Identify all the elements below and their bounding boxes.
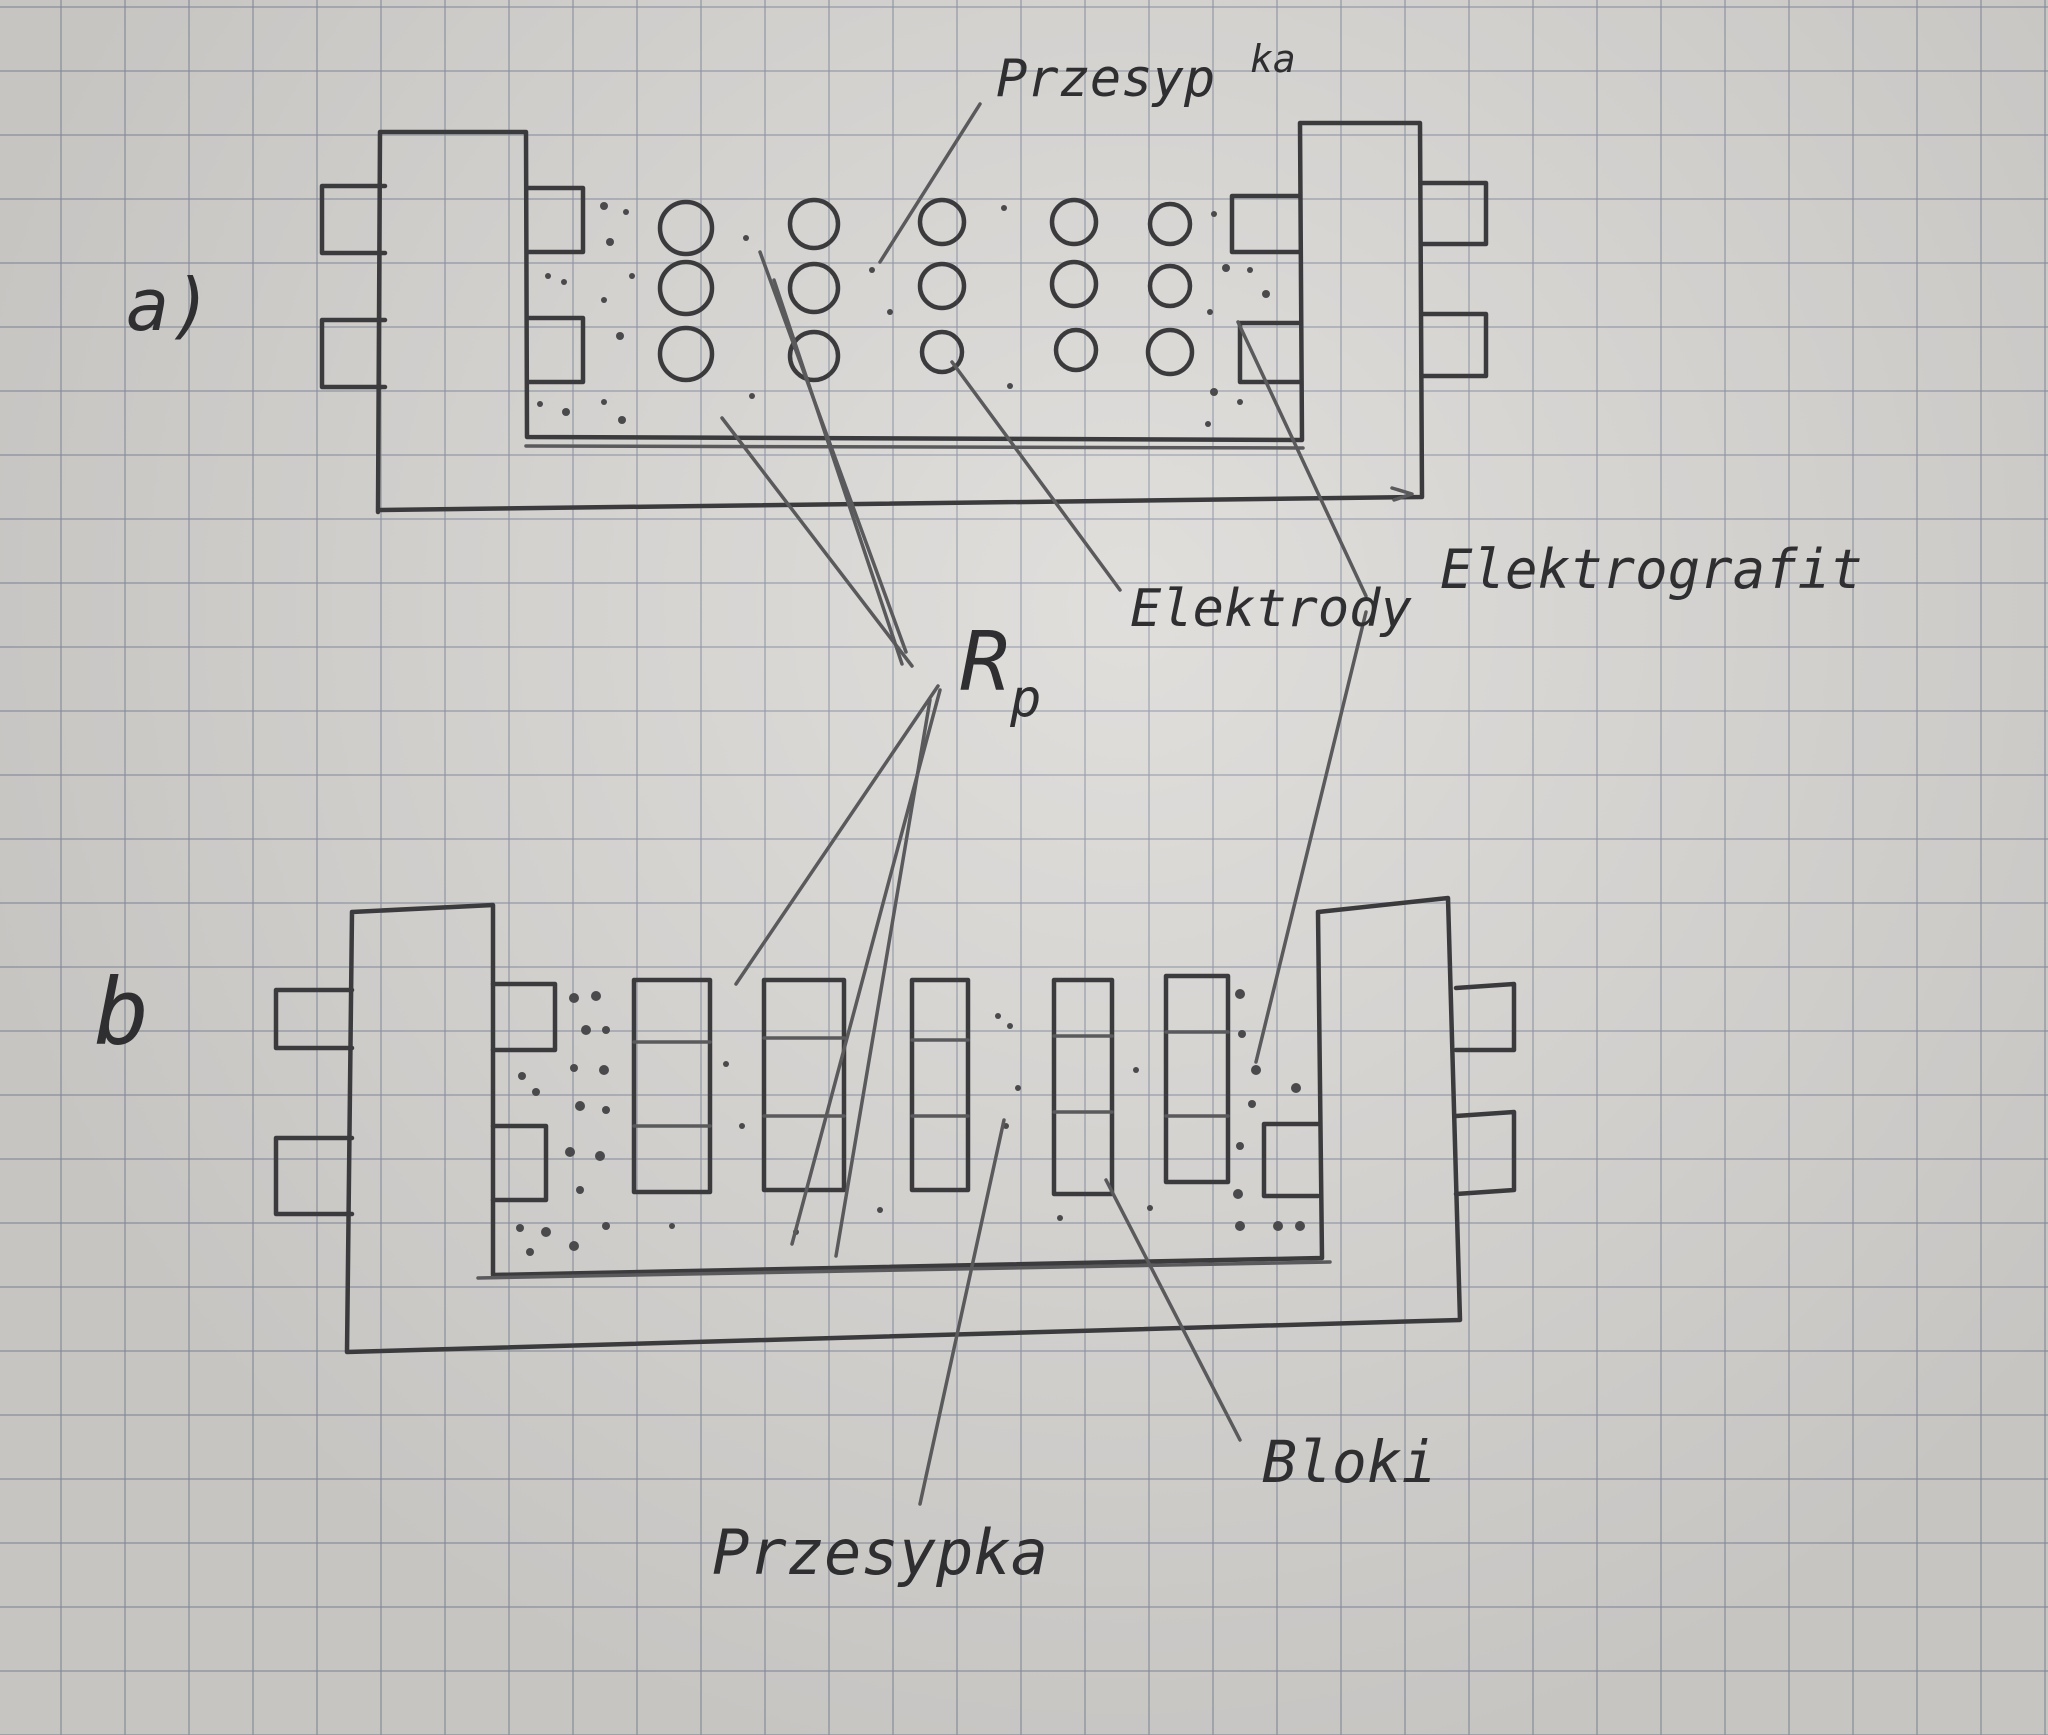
block-stack bbox=[1051, 977, 1115, 1197]
electrode-circle bbox=[1147, 201, 1193, 247]
furnace-b-right-terminal-top bbox=[1453, 981, 1517, 1053]
leader-elektrografit-a bbox=[1236, 320, 1368, 598]
leader-elektrody bbox=[950, 360, 1122, 592]
furnace-b-block-stacks bbox=[631, 973, 1231, 1197]
furnace-a-electrodes bbox=[657, 197, 1195, 383]
electrode-circle bbox=[1053, 327, 1099, 373]
leader-bloki bbox=[1104, 1178, 1242, 1442]
block-stack bbox=[1163, 973, 1231, 1185]
furnace-b bbox=[273, 895, 1517, 1355]
furnace-a-right-plate-bottom bbox=[1237, 320, 1303, 385]
furnace-a-left-terminal-top bbox=[319, 183, 388, 256]
electrode-circle bbox=[1145, 327, 1195, 377]
furnace-b-left-plate-top bbox=[490, 981, 558, 1053]
furnace-a-outer-shell bbox=[375, 120, 1425, 515]
leader-elektrografit-b bbox=[1254, 610, 1368, 1064]
furnace-b-right-terminal-bottom bbox=[1453, 1109, 1517, 1197]
electrode-circle bbox=[657, 325, 715, 383]
handwritten-labels: a) b Przesyp ka Elektrody Elektrografit … bbox=[94, 37, 1863, 1589]
furnace-b-left-terminal-top bbox=[273, 987, 355, 1051]
furnace-b-left-plate-bottom bbox=[490, 1123, 549, 1203]
rp-subscript: p bbox=[1009, 669, 1041, 729]
furnace-b-outer-shell bbox=[344, 895, 1463, 1355]
furnace-a-left-plate-bottom bbox=[525, 315, 586, 385]
furnace-a-left-plate-top bbox=[525, 185, 586, 255]
block-stack bbox=[631, 977, 713, 1195]
leader-rp-b3 bbox=[834, 698, 932, 1258]
electrode-circle bbox=[1147, 263, 1193, 309]
leader-przesypka-top bbox=[878, 102, 982, 264]
furnace-a-packing-grains bbox=[537, 202, 1270, 427]
furnace-b-left-terminal-bottom bbox=[273, 1135, 355, 1217]
elektrody-label: Elektrody bbox=[1130, 579, 1412, 639]
furnace-a-left-terminal-bottom bbox=[319, 317, 388, 390]
furnace-b-right-plate bbox=[1261, 1121, 1321, 1199]
electrode-circle bbox=[787, 329, 841, 383]
leader-rp-a3 bbox=[720, 416, 914, 668]
przesypka-bottom-label: Przesypka bbox=[712, 1516, 1048, 1589]
electrode-circle bbox=[917, 261, 967, 311]
panel-b-label: b bbox=[94, 959, 149, 1066]
furnace-a-arrow bbox=[1390, 486, 1414, 502]
furnace-a-inner-floor bbox=[524, 444, 1305, 450]
furnace-a-right-plate-top bbox=[1229, 193, 1303, 255]
block-stack bbox=[761, 977, 847, 1193]
block-stack bbox=[909, 977, 971, 1193]
electrode-circle bbox=[917, 197, 967, 247]
electrode-circle bbox=[919, 329, 965, 375]
furnace-a bbox=[319, 120, 1489, 515]
furnace-b-inner-floor bbox=[476, 1260, 1332, 1280]
leader-rp-a2 bbox=[772, 278, 904, 666]
electrode-circle bbox=[657, 259, 715, 317]
electrode-circle bbox=[1049, 259, 1099, 309]
rp-label: R bbox=[960, 615, 1009, 710]
bloki-label: Bloki bbox=[1262, 1428, 1437, 1496]
przesypka-top-label: Przesyp bbox=[996, 49, 1215, 109]
leader-rp-b1 bbox=[734, 684, 940, 986]
electrode-circle bbox=[787, 197, 841, 251]
leader-lines bbox=[720, 102, 1368, 1506]
przesypka-top-label-suffix: ka bbox=[1250, 37, 1296, 81]
furnace-b-packing-grains bbox=[516, 989, 1305, 1256]
leader-przesypka-bottom bbox=[918, 1118, 1006, 1506]
panel-a-label: a) bbox=[126, 263, 213, 347]
electrode-circle bbox=[657, 199, 715, 257]
furnace-a-right-terminal-bottom bbox=[1419, 311, 1489, 379]
elektrografit-label: Elektrografit bbox=[1440, 538, 1863, 601]
electrode-circle bbox=[1049, 197, 1099, 247]
furnace-a-right-terminal-top bbox=[1419, 180, 1489, 247]
electrode-circle bbox=[787, 261, 841, 315]
